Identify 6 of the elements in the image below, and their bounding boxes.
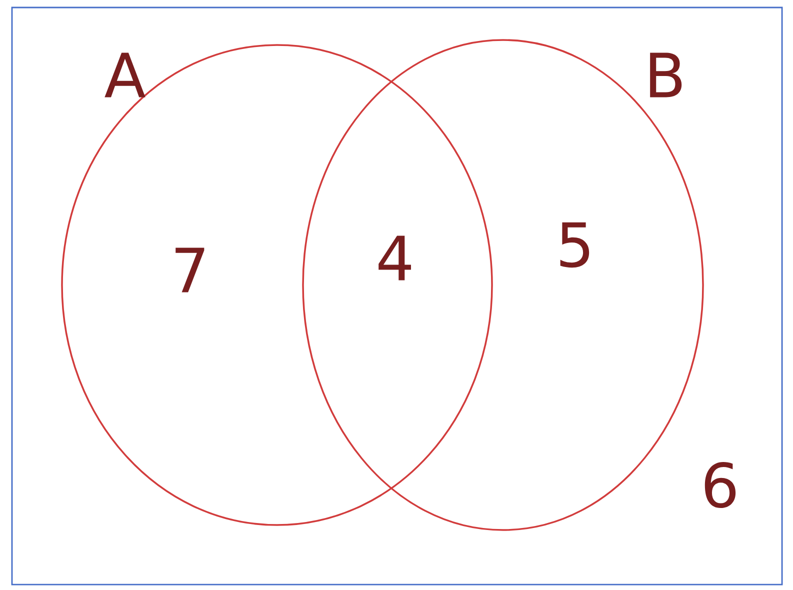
region-count: 5 [560, 222, 590, 268]
region-count: 7 [176, 248, 204, 292]
set-label: A [104, 52, 146, 98]
region-count: 4 [378, 236, 411, 280]
region-count: 6 [704, 462, 736, 508]
set-label: B [650, 52, 682, 98]
